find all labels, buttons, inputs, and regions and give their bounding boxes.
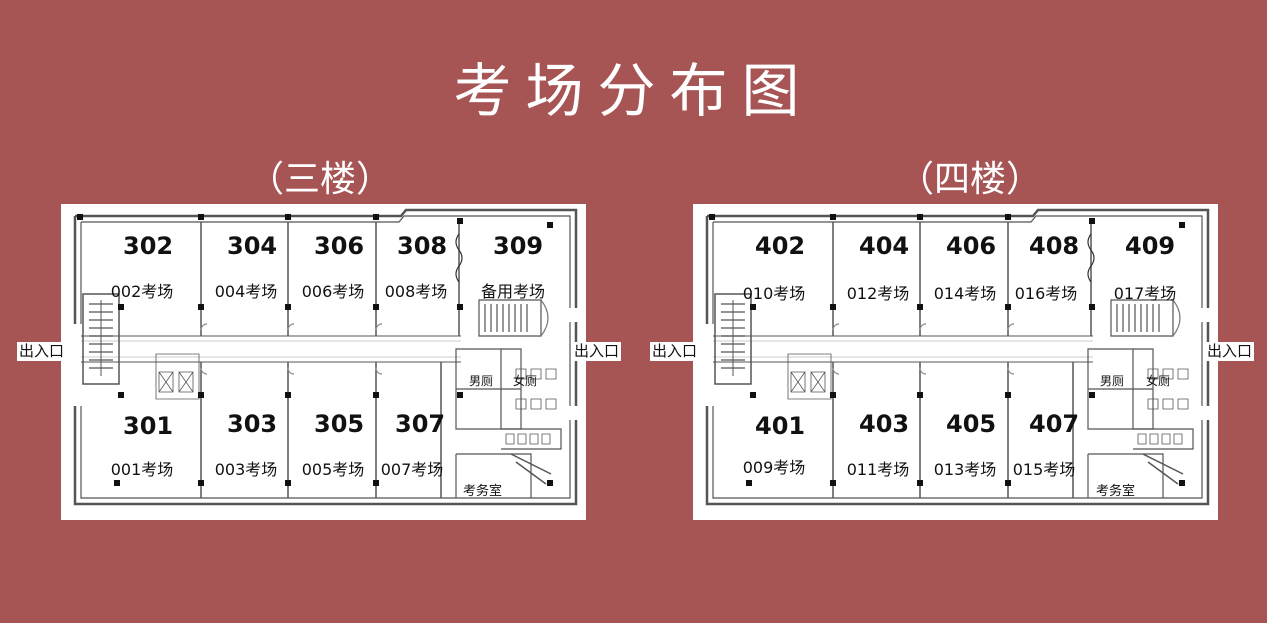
exam-room-label: 008考场 bbox=[384, 282, 448, 301]
room-number: 405 bbox=[946, 410, 997, 438]
room-number: 305 bbox=[314, 410, 365, 438]
floor-3-exit-left: 出入口 bbox=[17, 342, 67, 361]
room-number: 303 bbox=[227, 410, 278, 438]
room-number: 302 bbox=[123, 232, 174, 260]
floor-3-exit-right: 出入口 bbox=[572, 342, 622, 361]
room-number: 307 bbox=[395, 410, 446, 438]
exam-room-label: 010考场 bbox=[742, 284, 806, 303]
mens-restroom-label: 男厕 bbox=[1100, 374, 1125, 388]
exam-room-label: 016考场 bbox=[1014, 284, 1078, 303]
floor-4-plan-drawing bbox=[705, 208, 1210, 506]
exam-office-label: 考务室 bbox=[463, 484, 503, 499]
room-number: 402 bbox=[755, 232, 806, 260]
exam-room-label: 007考场 bbox=[380, 460, 444, 479]
room-number: 308 bbox=[397, 232, 448, 260]
exam-room-label: 006考场 bbox=[301, 282, 365, 301]
room-number: 406 bbox=[946, 232, 997, 260]
exam-room-label: 002考场 bbox=[110, 282, 174, 301]
room-number: 408 bbox=[1029, 232, 1080, 260]
room-number: 403 bbox=[859, 410, 910, 438]
exam-room-label: 011考场 bbox=[846, 460, 910, 479]
floor-4-label: （四楼） bbox=[898, 159, 1043, 200]
exam-room-label: 013考场 bbox=[933, 460, 997, 479]
room-number: 401 bbox=[755, 412, 806, 440]
exam-room-label: 005考场 bbox=[301, 460, 365, 479]
exam-room-label: 001考场 bbox=[110, 460, 174, 479]
exam-room-label: 004考场 bbox=[214, 282, 278, 301]
room-number: 404 bbox=[859, 232, 910, 260]
exam-room-label: 017考场 bbox=[1113, 284, 1177, 303]
room-number: 306 bbox=[314, 232, 365, 260]
floor-3-label: （三楼） bbox=[248, 159, 393, 200]
room-number: 304 bbox=[227, 232, 278, 260]
floor-3-plan: 302 002考场 304 004考场 306 006考场 308 008考场 … bbox=[61, 204, 586, 520]
exam-room-label: 015考场 bbox=[1012, 460, 1076, 479]
room-number: 407 bbox=[1029, 410, 1080, 438]
exam-room-label: 009考场 bbox=[742, 458, 806, 477]
mens-restroom-label: 男厕 bbox=[469, 374, 494, 388]
womens-restroom-label: 女厕 bbox=[513, 374, 538, 388]
exam-room-label: 014考场 bbox=[933, 284, 997, 303]
floor-4-exit-left: 出入口 bbox=[650, 342, 700, 361]
womens-restroom-label: 女厕 bbox=[1146, 374, 1171, 388]
room-number: 301 bbox=[123, 412, 174, 440]
exam-room-label: 012考场 bbox=[846, 284, 910, 303]
exam-office-label: 考务室 bbox=[1096, 484, 1136, 499]
floor-3-plan-drawing bbox=[73, 208, 578, 506]
exam-room-label: 备用考场 bbox=[480, 282, 545, 301]
floor-4-plan: 402 010考场 404 012考场 406 014考场 408 016考场 … bbox=[693, 204, 1218, 520]
exam-room-label: 003考场 bbox=[214, 460, 278, 479]
page-title: 考场分布图 bbox=[453, 57, 814, 125]
room-number: 309 bbox=[493, 232, 544, 260]
room-number: 409 bbox=[1125, 232, 1176, 260]
floor-4-exit-right: 出入口 bbox=[1205, 342, 1255, 361]
